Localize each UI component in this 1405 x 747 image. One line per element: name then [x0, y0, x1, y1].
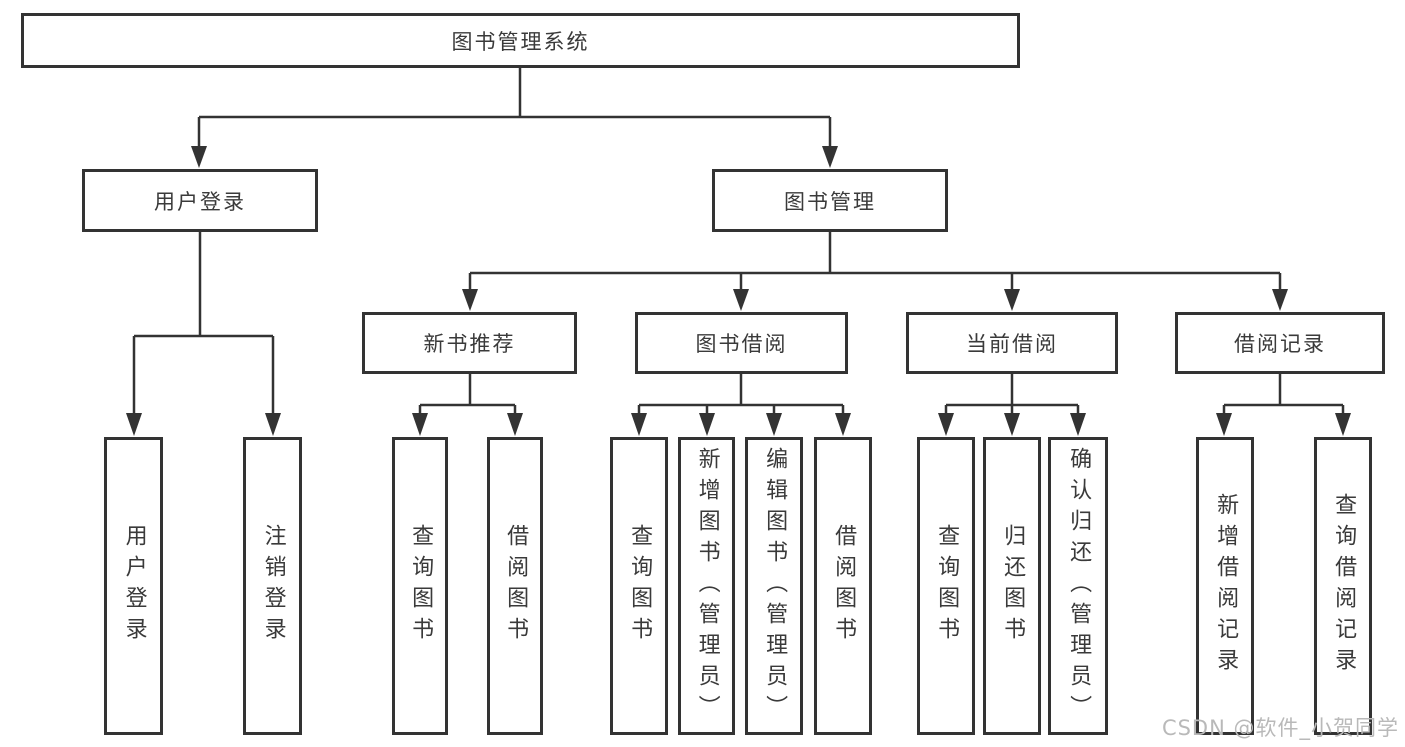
leaf-query-book-recommend-label: 查询图书 — [408, 524, 434, 648]
leaf-query-book-borrow-label: 查询图书 — [627, 524, 653, 648]
leaf-query-book-borrow: 查询图书 — [610, 437, 668, 735]
leaf-logout: 注销登录 — [243, 437, 302, 735]
leaf-user-login: 用户登录 — [104, 437, 163, 735]
csdn-watermark: CSDN @软件_小贺同学 — [1161, 716, 1399, 740]
leaf-query-book-current-label: 查询图书 — [934, 524, 960, 648]
leaf-query-borrow-record-label: 查询借阅记录 — [1331, 493, 1357, 679]
leaf-add-book-admin: 新增图书（管理员） — [678, 437, 735, 735]
leaf-query-borrow-record: 查询借阅记录 — [1314, 437, 1372, 735]
leaf-add-borrow-record-label: 新增借阅记录 — [1213, 493, 1239, 679]
leaf-edit-book-admin-label: 编辑图书（管理员） — [762, 446, 788, 726]
leaf-return-book: 归还图书 — [983, 437, 1041, 735]
arrowhead-icons — [126, 146, 1351, 436]
node-borrow-records: 借阅记录 — [1175, 312, 1385, 374]
leaf-confirm-return-admin-label: 确认归还（管理员） — [1066, 446, 1092, 726]
leaf-borrow-book: 借阅图书 — [814, 437, 872, 735]
leaf-borrow-book-label: 借阅图书 — [831, 524, 857, 648]
node-current-borrow: 当前借阅 — [906, 312, 1118, 374]
node-book-borrow: 图书借阅 — [635, 312, 848, 374]
leaf-borrow-book-recommend-label: 借阅图书 — [503, 524, 529, 648]
leaf-logout-label: 注销登录 — [260, 524, 286, 648]
leaf-add-borrow-record: 新增借阅记录 — [1196, 437, 1254, 735]
connector-strokes — [132, 68, 1345, 415]
node-new-book-recommend: 新书推荐 — [362, 312, 577, 374]
leaf-return-book-label: 归还图书 — [1000, 524, 1026, 648]
leaf-edit-book-admin: 编辑图书（管理员） — [745, 437, 803, 735]
node-user-login: 用户登录 — [82, 169, 318, 232]
leaf-query-book-recommend: 查询图书 — [392, 437, 448, 735]
leaf-borrow-book-recommend: 借阅图书 — [487, 437, 543, 735]
leaf-user-login-label: 用户登录 — [121, 524, 147, 648]
leaf-query-book-current: 查询图书 — [917, 437, 975, 735]
node-root-system: 图书管理系统 — [21, 13, 1020, 68]
leaf-confirm-return-admin: 确认归还（管理员） — [1048, 437, 1108, 735]
leaf-add-book-admin-label: 新增图书（管理员） — [694, 446, 720, 726]
node-book-management: 图书管理 — [712, 169, 948, 232]
